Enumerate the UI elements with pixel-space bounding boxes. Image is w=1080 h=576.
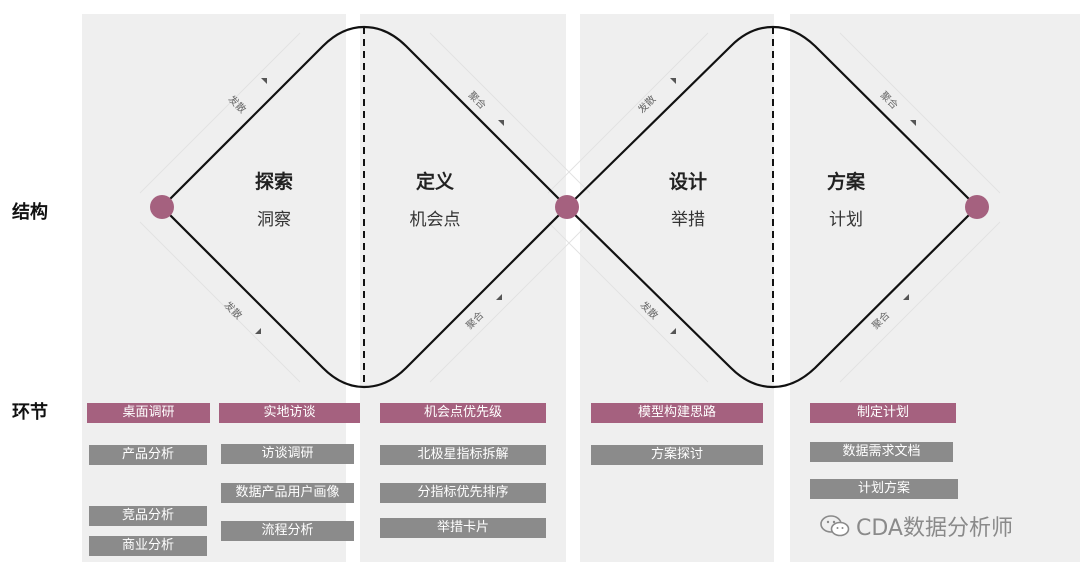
- panel-explore: [82, 14, 346, 562]
- phase-title: 定义: [415, 171, 454, 193]
- stage-box-business-analysis: 商业分析: [89, 536, 207, 556]
- stage-box-solution-discussion: 方案探讨: [591, 445, 763, 465]
- node-middle: [555, 195, 579, 219]
- phase-define: 定义 机会点: [410, 170, 461, 232]
- arrow-markers: [255, 78, 916, 334]
- panel-design: [580, 14, 774, 562]
- phase-subtitle: 举措: [670, 210, 705, 230]
- stage-box-sub-metric-priority: 分指标优先排序: [380, 483, 546, 503]
- wechat-icon: [820, 515, 850, 537]
- stage-box-product-analysis: 产品分析: [89, 445, 207, 465]
- stage-box-data-requirements: 数据需求文档: [810, 442, 953, 462]
- watermark-text: CDA数据分析师: [856, 516, 1013, 541]
- watermark: CDA数据分析师: [820, 510, 1013, 542]
- stage-box-make-plan: 制定计划: [810, 403, 956, 423]
- panel-plan: [790, 14, 1080, 562]
- phase-design: 设计 举措: [669, 170, 707, 232]
- panel-define: [360, 14, 566, 562]
- phase-title: 方案: [826, 171, 866, 193]
- guide-lines: [139, 32, 1001, 383]
- stage-box-north-star: 北极星指标拆解: [380, 445, 546, 465]
- stage-box-interview-research: 访谈调研: [221, 444, 354, 464]
- stage-box-plan-solution: 计划方案: [810, 479, 958, 499]
- stage-box-model-building: 模型构建思路: [591, 403, 763, 423]
- row-label-stages: 环节: [12, 402, 48, 423]
- stage-box-user-persona: 数据产品用户画像: [221, 483, 354, 503]
- phase-plan: 方案 计划: [827, 170, 865, 232]
- node-end: [965, 195, 989, 219]
- stage-box-competitor-analysis: 竞品分析: [89, 506, 207, 526]
- stage-box-action-cards: 举措卡片: [380, 518, 546, 538]
- phase-subtitle: 机会点: [409, 210, 461, 230]
- node-start: [150, 195, 174, 219]
- stage-box-field-interview: 实地访谈: [219, 403, 360, 423]
- phase-subtitle: 计划: [828, 210, 863, 230]
- phase-subtitle: 洞察: [256, 210, 291, 230]
- phase-title: 探索: [254, 171, 294, 193]
- stage-box-desk-research: 桌面调研: [87, 403, 210, 423]
- stage-box-process-analysis: 流程分析: [221, 521, 354, 541]
- phase-title: 设计: [668, 171, 708, 193]
- stage-box-opportunity-priority: 机会点优先级: [380, 403, 546, 423]
- phase-explore: 探索 洞察: [255, 170, 293, 232]
- row-label-structure: 结构: [12, 202, 48, 223]
